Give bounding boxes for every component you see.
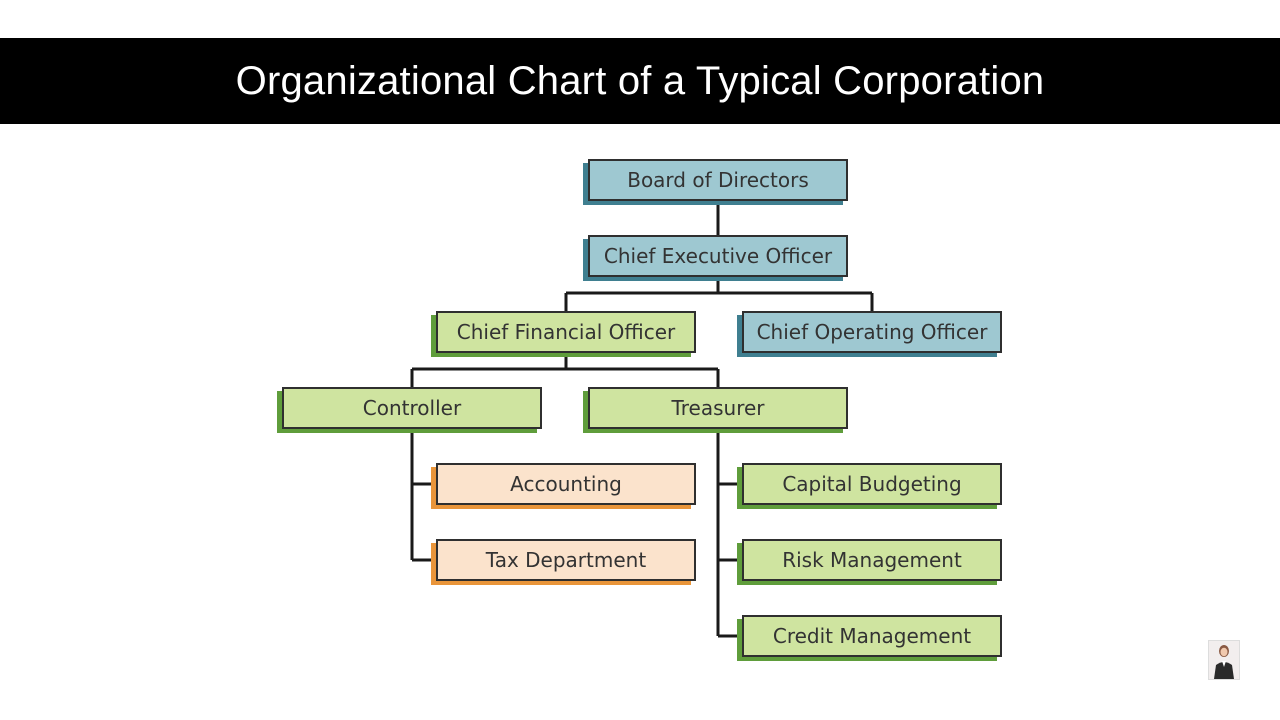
node-label: Risk Management: [782, 548, 962, 572]
node-board-of-directors: Board of Directors: [588, 159, 848, 201]
node-tax-department: Tax Department: [436, 539, 696, 581]
node-label: Board of Directors: [627, 168, 809, 192]
node-label: Controller: [362, 396, 462, 420]
node-label: Accounting: [510, 472, 622, 496]
node-controller: Controller: [282, 387, 542, 429]
node-credit-management: Credit Management: [742, 615, 1002, 657]
node-chief-financial-officer: Chief Financial Officer: [436, 311, 696, 353]
node-label: Chief Operating Officer: [756, 320, 988, 344]
node-label: Chief Financial Officer: [456, 320, 676, 344]
node-label: Treasurer: [671, 396, 765, 420]
slide-title: Organizational Chart of a Typical Corpor…: [235, 58, 1045, 103]
node-label: Tax Department: [485, 548, 647, 572]
node-label: Credit Management: [772, 624, 972, 648]
presenter-avatar-icon: [1208, 640, 1240, 680]
node-treasurer: Treasurer: [588, 387, 848, 429]
node-label: Chief Executive Officer: [603, 244, 833, 268]
node-label: Capital Budgeting: [782, 472, 962, 496]
node-chief-operating-officer: Chief Operating Officer: [742, 311, 1002, 353]
node-risk-management: Risk Management: [742, 539, 1002, 581]
title-bar: Organizational Chart of a Typical Corpor…: [0, 38, 1280, 124]
node-chief-executive-officer: Chief Executive Officer: [588, 235, 848, 277]
node-capital-budgeting: Capital Budgeting: [742, 463, 1002, 505]
node-accounting: Accounting: [436, 463, 696, 505]
